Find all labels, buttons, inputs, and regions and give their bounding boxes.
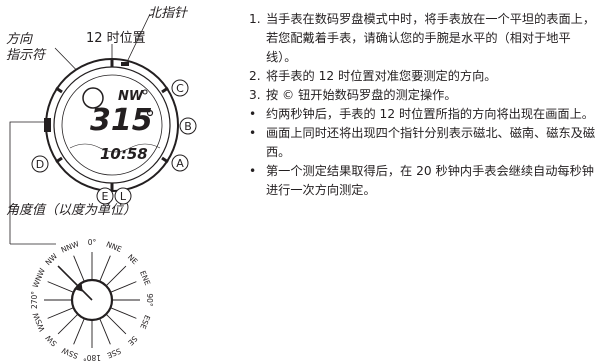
button-d[interactable]: D — [31, 155, 49, 173]
svg-text:L: L — [120, 190, 127, 203]
rose-label: 180° — [83, 353, 101, 361]
rose-spoke — [47, 281, 74, 293]
direction-reading: NW — [118, 89, 144, 104]
svg-text:D: D — [36, 158, 44, 171]
step-2: 2. 将手表的 12 时位置对准您要测定的方向。 — [249, 67, 601, 86]
rose-label: NE — [126, 252, 140, 266]
rose-spoke — [73, 318, 85, 345]
direction-indicator-label: 方向 指示符 — [6, 32, 45, 64]
degree-reading: 315 — [90, 103, 153, 138]
direction-indicator-line2: 指示符 — [6, 48, 46, 63]
bullet-dot: • — [249, 126, 257, 140]
rose-spoke — [47, 307, 74, 319]
rose-spoke — [73, 255, 85, 282]
svg-text:B: B — [184, 120, 192, 133]
rose-label: NNW — [60, 239, 81, 255]
button-l[interactable]: L — [114, 187, 132, 205]
bullet-dot: • — [249, 107, 257, 121]
rose-label: SSE — [105, 346, 122, 360]
svg-text:A: A — [176, 157, 184, 170]
north-pointer-label: 北指针 — [148, 6, 188, 21]
rose-label: SW — [43, 333, 58, 348]
step-text: 将手表的 12 时位置对准您要测定的方向。 — [266, 69, 497, 83]
step-number: 2. — [249, 69, 261, 83]
step-number: 3. — [249, 88, 261, 102]
step-3: 3. 按 © 钮开始数码罗盘的测定操作。 — [249, 86, 601, 105]
svg-text:E: E — [102, 190, 109, 203]
rose-spoke — [57, 313, 79, 335]
step-number: 1. — [249, 12, 261, 26]
instructions: 1. 当手表在数码罗盘模式中时，将手表放在一个平坦的表面上，若您配戴着手表，请确… — [249, 10, 601, 200]
rose-spoke — [105, 313, 127, 335]
bullet-text: 第一个测定结果取得后，在 20 秒钟内手表会继续自动每秒钟进行一次方向测定。 — [266, 164, 594, 197]
bullet-dot: • — [249, 164, 257, 178]
button-a[interactable]: A — [171, 154, 189, 172]
rose-spoke — [110, 307, 137, 319]
rose-spoke — [99, 318, 111, 345]
step-text: 按 © 钮开始数码罗盘的测定操作。 — [266, 88, 457, 102]
step-text: 当手表在数码罗盘模式中时，将手表放在一个平坦的表面上，若您配戴着手表，请确认您的… — [266, 12, 596, 64]
rose-spoke — [99, 255, 111, 282]
direction-arrowhead — [75, 283, 83, 292]
rose-label: NW — [44, 251, 60, 267]
rose-label: 0° — [88, 238, 97, 247]
rose-label: 90° — [145, 293, 154, 307]
rose-spoke — [110, 281, 137, 293]
button-b[interactable]: B — [179, 117, 197, 135]
step-1: 1. 当手表在数码罗盘模式中时，将手表放在一个平坦的表面上，若您配戴着手表，请确… — [249, 10, 601, 67]
rose-label: SE — [126, 334, 139, 347]
rose-label: SSW — [60, 346, 80, 361]
bullet-2: • 画面上同时还将出现四个指针分别表示磁北、磁南、磁东及磁西。 — [249, 124, 601, 162]
button-c[interactable]: C — [171, 79, 189, 97]
twelve-oclock-label: 12 时位置 — [86, 31, 146, 46]
angle-value-label: 角度值（以度为单位） — [6, 203, 137, 218]
direction-arrow — [57, 265, 93, 301]
button-e[interactable]: E — [96, 187, 114, 205]
direction-indicator-line1: 方向 — [6, 32, 33, 47]
rose-label: WNW — [31, 266, 47, 289]
rose-label: WSW — [31, 311, 47, 333]
time-reading: 10:58 — [100, 145, 148, 163]
rose-label: NNE — [105, 240, 123, 255]
bullet-3: • 第一个测定结果取得后，在 20 秒钟内手表会继续自动每秒钟进行一次方向测定。 — [249, 162, 601, 200]
rose-label: 270° — [30, 291, 39, 309]
bullet-text: 画面上同时还将出现四个指针分别表示磁北、磁南、磁东及磁西。 — [266, 126, 596, 159]
bullet-1: • 约两秒钟后，手表的 12 时位置所指的方向将出现在画面上。 — [249, 105, 601, 124]
svg-text:C: C — [176, 82, 184, 95]
rose-label: ESE — [138, 314, 152, 331]
rose-label: ENE — [138, 269, 152, 287]
bullet-text: 约两秒钟后，手表的 12 时位置所指的方向将出现在画面上。 — [266, 107, 594, 121]
rose-spoke — [105, 265, 127, 287]
